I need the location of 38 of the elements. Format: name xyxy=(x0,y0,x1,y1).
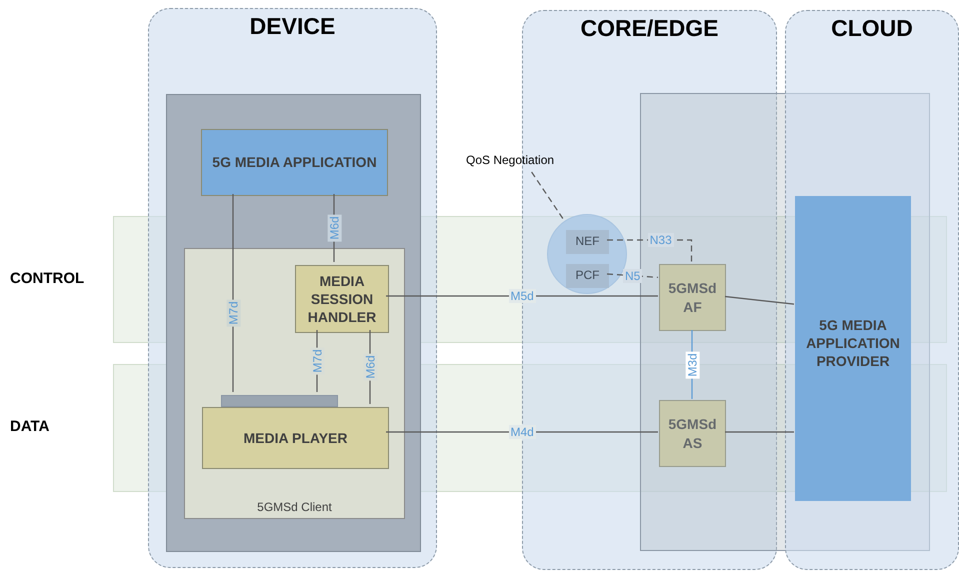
connector-line xyxy=(725,431,794,433)
function-box: 5GMSd AS xyxy=(659,400,726,467)
function-box: PCF xyxy=(566,264,609,288)
column-panel xyxy=(785,10,959,570)
edge-label: M7d xyxy=(226,299,240,326)
edge-label: N33 xyxy=(648,233,674,247)
connector-line xyxy=(386,295,658,297)
function-box: NEF xyxy=(566,230,609,254)
column-panel xyxy=(148,8,437,568)
edge-label: M3d xyxy=(685,350,700,378)
player-box: MEDIA PLAYER xyxy=(202,407,389,469)
connector-line xyxy=(232,194,234,392)
row-label: CONTROL xyxy=(10,270,84,286)
column-title: DEVICE xyxy=(248,13,336,40)
row-label: DATA xyxy=(10,418,50,435)
connector-line xyxy=(369,330,371,404)
connector-line xyxy=(333,194,335,262)
edge-label: M4d xyxy=(508,425,536,439)
device-panel xyxy=(166,94,421,552)
application-box: 5G MEDIA APPLICATION xyxy=(201,129,388,196)
edge-label: N5 xyxy=(623,268,642,283)
edge-label: M5d xyxy=(508,289,536,303)
connector-line xyxy=(386,431,658,433)
connector-line xyxy=(724,296,794,305)
interface-bar xyxy=(221,395,338,407)
client-panel xyxy=(184,248,405,519)
connector-line xyxy=(691,330,693,399)
connector-line xyxy=(531,172,564,220)
column-title: CORE/EDGE xyxy=(579,15,720,42)
group-label: 5GMSd Client xyxy=(256,500,333,514)
column-title: CLOUD xyxy=(830,15,914,42)
connector-line xyxy=(606,273,658,278)
function-box: 5GMSd AF xyxy=(659,264,726,331)
connector-line xyxy=(316,330,318,392)
provider-box: 5G MEDIA APPLICATION PROVIDER xyxy=(795,196,911,501)
annotation-text: QoS Negotiation xyxy=(462,150,578,172)
connector-line xyxy=(607,239,692,263)
handler-box: MEDIA SESSION HANDLER xyxy=(295,265,389,333)
